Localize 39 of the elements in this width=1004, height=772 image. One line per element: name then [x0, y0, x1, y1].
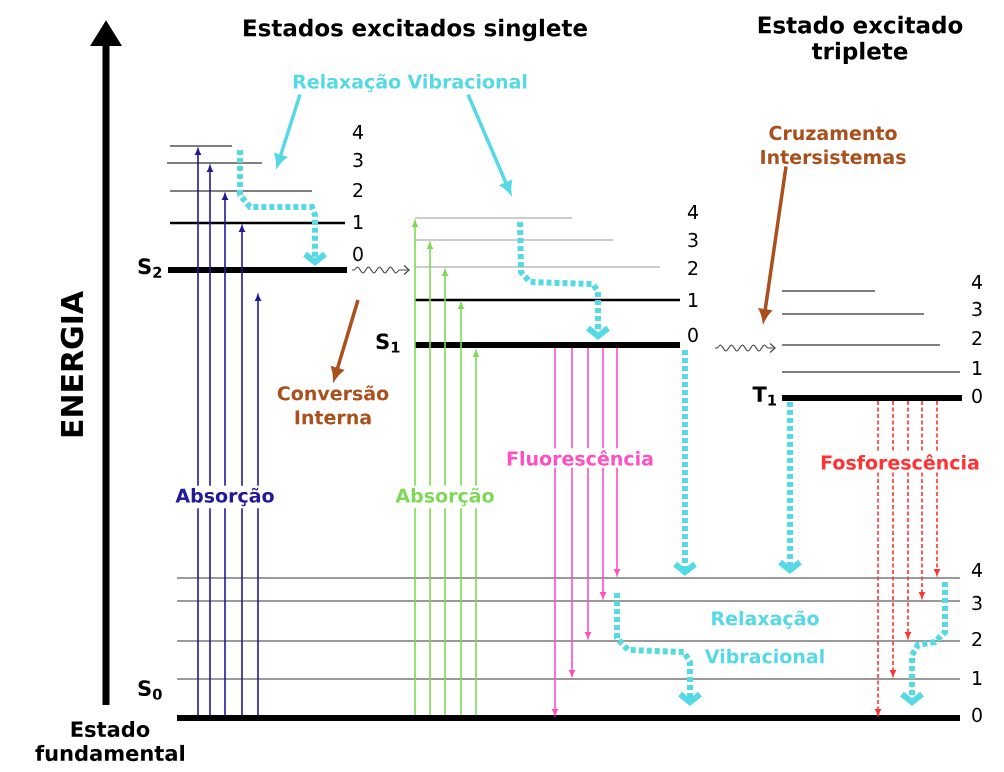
callout-label: Relaxação Vibracional	[293, 73, 527, 93]
level-number: 1	[689, 293, 698, 307]
process-label: Fluorescência	[504, 448, 656, 468]
level-number: 4	[971, 563, 982, 577]
state-label: S$_{0}$	[138, 680, 162, 700]
level-number: 3	[353, 152, 363, 168]
level-number: 4	[687, 205, 698, 219]
level-number: 1	[973, 361, 982, 375]
state-label: S$_{2}$	[138, 258, 162, 278]
level-number: 0	[688, 327, 698, 343]
leader-line	[466, 93, 512, 194]
level-number: 0	[353, 246, 363, 262]
process-label: Fosforescência	[818, 452, 982, 472]
process-label: Absorção	[393, 485, 497, 509]
state-caption: Estado fundamental	[35, 720, 184, 762]
heading: Estados excitados singlete	[244, 18, 587, 42]
level-number: 0	[972, 388, 982, 404]
process-label: Relaxação Vibracional	[704, 610, 824, 664]
level-number: 2	[972, 631, 982, 647]
level-number: 3	[972, 595, 982, 611]
level-number: 1	[973, 671, 982, 685]
leader-line	[759, 166, 788, 322]
level-number: 2	[972, 330, 982, 346]
state-label: T$_{1}$	[752, 386, 776, 406]
level-number: 3	[688, 232, 698, 248]
state-label: S$_{1}$	[376, 333, 400, 353]
heading: Estado excitado triplete	[758, 15, 963, 65]
axis-label: ENERGIA	[60, 291, 84, 437]
callout-label: Cruzamento Intersistemas	[761, 125, 906, 165]
level-number: 4	[971, 275, 982, 289]
level-number: 3	[972, 301, 982, 317]
level-number: 2	[353, 182, 363, 198]
level-number: 1	[354, 215, 363, 229]
level-number: 4	[352, 125, 363, 139]
level-number: 0	[972, 707, 982, 723]
leader-line	[274, 93, 302, 167]
process-label: Absorção	[173, 485, 277, 509]
level-number: 2	[688, 260, 698, 276]
callout-label: Conversão Interna	[277, 385, 389, 425]
